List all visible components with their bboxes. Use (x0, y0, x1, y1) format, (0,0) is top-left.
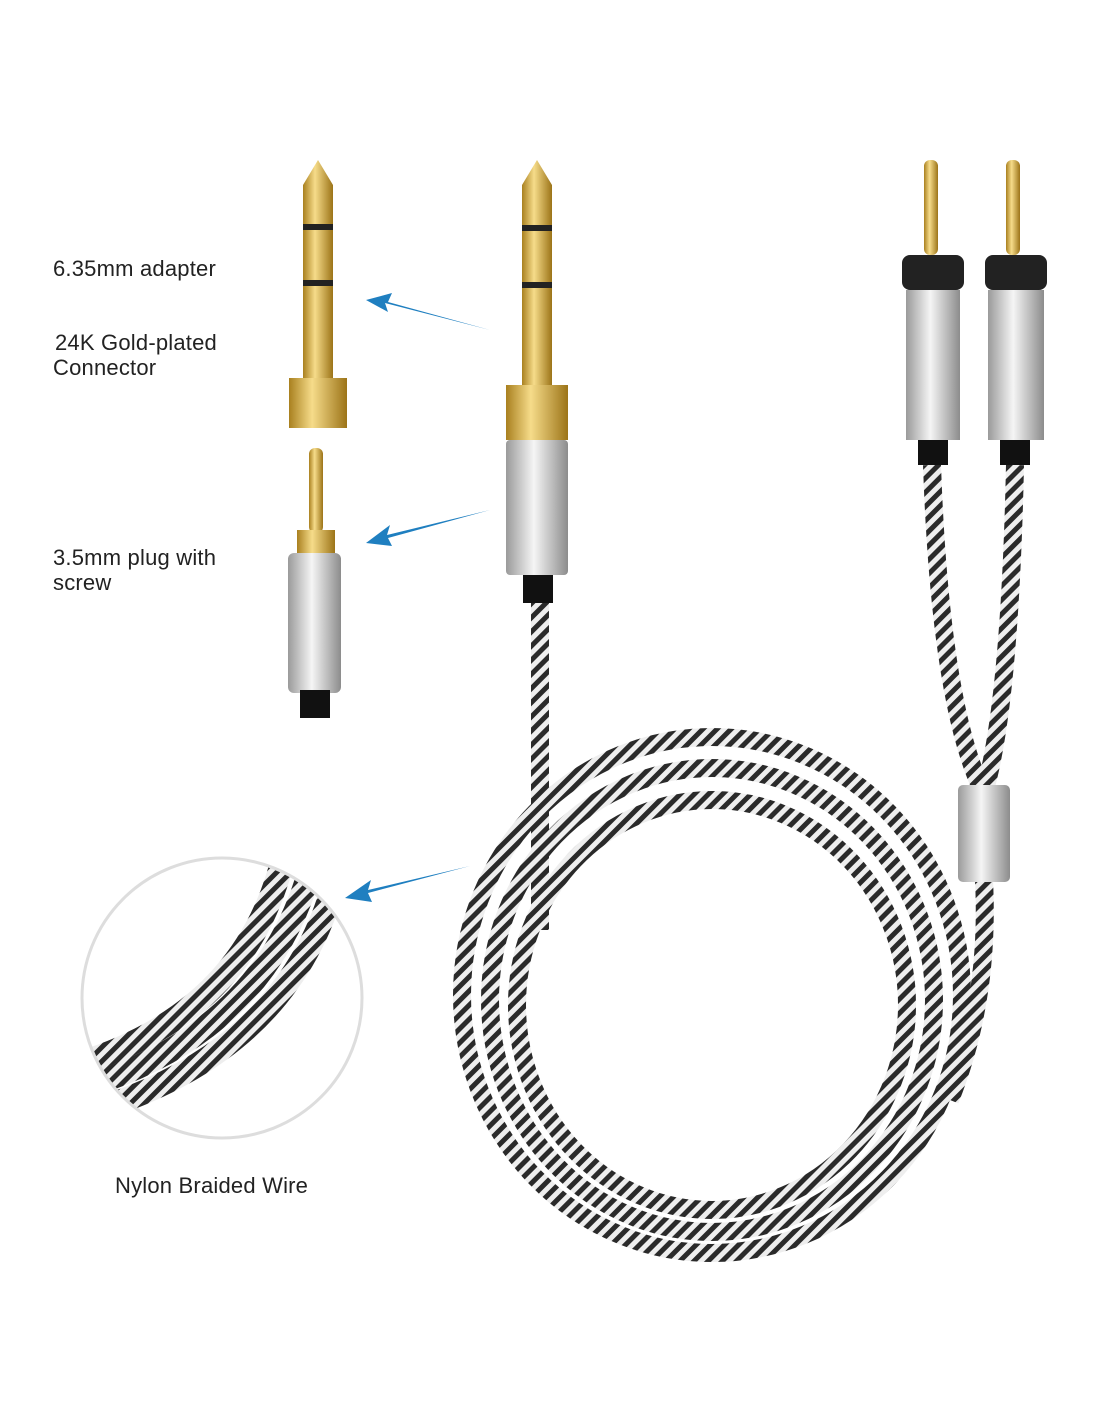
3-5mm-plug (288, 448, 341, 718)
gold-plated-label: 24K Gold-plated (55, 330, 217, 355)
adapter-label: 6.35mm adapter (53, 256, 216, 281)
braided-cable-coil (453, 464, 1024, 1262)
arrow-icon (366, 510, 490, 546)
callout-arrows (345, 293, 490, 902)
screw-label: screw (53, 570, 112, 595)
braid-closeup-inset (80, 856, 364, 1140)
braided-wire-label: Nylon Braided Wire (115, 1173, 309, 1198)
dual-2-5mm-plugs (902, 160, 1047, 465)
gold-adapter (289, 160, 347, 428)
y-splitter (958, 785, 1010, 882)
arrow-icon (345, 866, 470, 902)
plug-label: 3.5mm plug with (53, 545, 217, 570)
main-6-35mm-plug (506, 160, 568, 603)
arrow-icon (366, 293, 490, 330)
connector-label: Connector (53, 355, 157, 380)
